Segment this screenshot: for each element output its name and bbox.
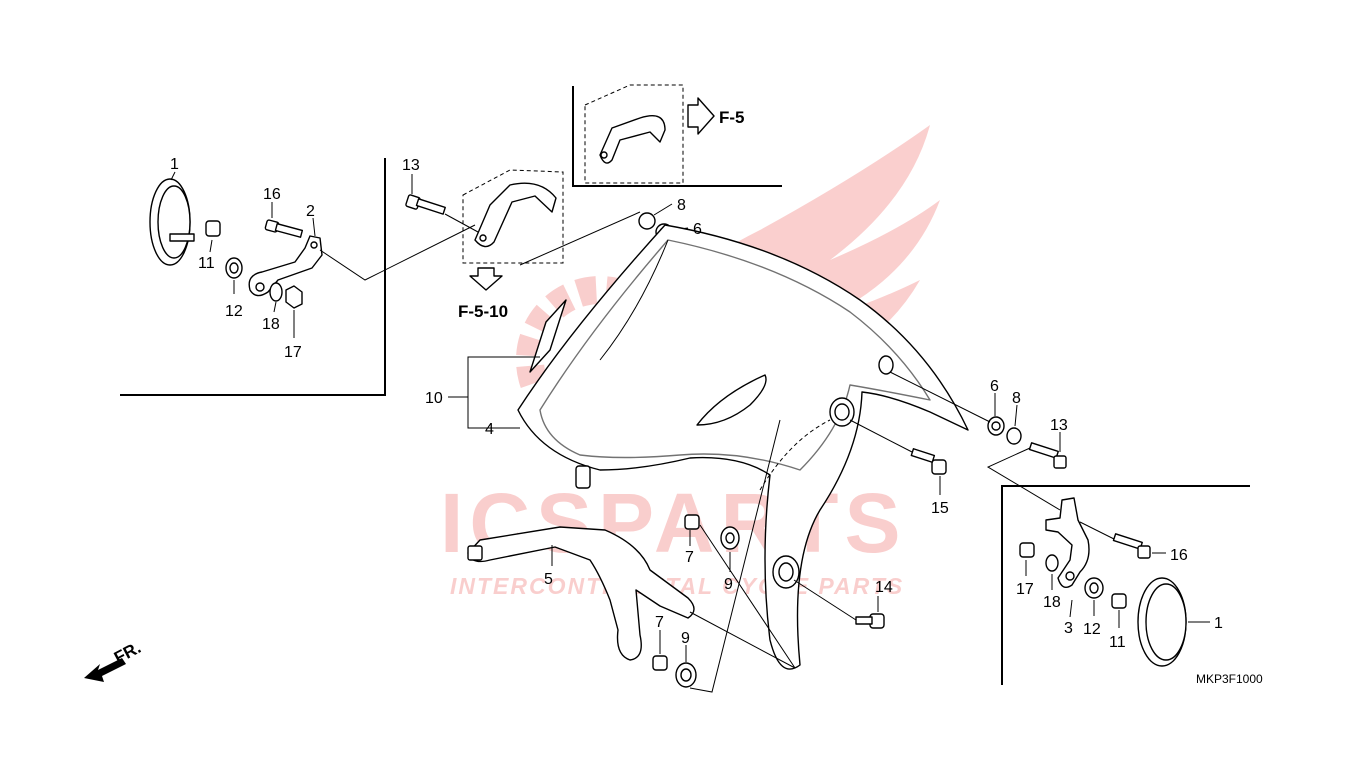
bolt-16-right (1112, 533, 1151, 559)
callout-4: 4 (485, 421, 494, 438)
mid-inset-dash (462, 169, 564, 264)
collar-7-low (652, 655, 668, 671)
washer-8-right (1006, 427, 1022, 445)
washer-18-left (269, 282, 283, 302)
callout-10: 10 (425, 390, 443, 407)
callout-9-low: 9 (681, 630, 690, 647)
callout-13-top: 13 (402, 157, 420, 174)
callout-15: 15 (931, 500, 949, 517)
front-fender (517, 224, 969, 670)
callout-7-mid: 7 (685, 549, 694, 566)
ref-f5-10: F-5-10 (458, 302, 508, 321)
collar-17-right (1019, 542, 1035, 558)
callout-17-left: 17 (284, 344, 302, 361)
washer-8-top (638, 212, 656, 230)
bolt-15 (910, 448, 947, 475)
callout-18-left: 18 (262, 316, 280, 333)
top-inset-frame (572, 86, 782, 187)
cap-left (149, 178, 195, 266)
callout-18-right: 18 (1043, 594, 1061, 611)
callout-16-right: 16 (1170, 547, 1188, 564)
callout-5: 5 (544, 571, 553, 588)
callout-11-right: 11 (1109, 634, 1126, 651)
collar-11-left (205, 220, 221, 237)
ref-f5-top: F-5 (719, 108, 745, 127)
front-direction-arrow: FR. (84, 638, 144, 682)
callout-1-left: 1 (170, 156, 179, 173)
top-inset-dash (584, 84, 684, 184)
mid-bracket (474, 182, 557, 248)
bolt-16-left (264, 219, 304, 238)
collar-11-right (1111, 593, 1127, 609)
washer-18-right (1045, 554, 1059, 572)
bolt-13-top (405, 194, 446, 215)
stay-5 (467, 526, 695, 661)
bracket-3-right (1045, 497, 1090, 588)
callout-17-right: 17 (1016, 581, 1034, 598)
callout-14: 14 (875, 579, 893, 596)
callout-13-right: 13 (1050, 417, 1068, 434)
diagram-code: MKP3F1000 (1196, 672, 1263, 686)
callout-1-right: 1 (1214, 615, 1223, 632)
callout-9-mid: 9 (724, 576, 733, 593)
callout-3: 3 (1064, 620, 1073, 637)
bracket-2-left (248, 235, 323, 297)
callout-12-right: 12 (1083, 621, 1101, 638)
callout-12-left: 12 (225, 303, 243, 320)
callout-16-left: 16 (263, 186, 281, 203)
top-bracket (599, 115, 666, 164)
nut-17-left (285, 285, 303, 309)
right-inset-frame (1001, 485, 1250, 685)
callout-6-right: 6 (990, 378, 999, 395)
bolt-14 (855, 613, 885, 629)
callout-11-left: 11 (198, 255, 215, 272)
callout-8-top: 8 (677, 197, 686, 214)
callout-7-low: 7 (655, 614, 664, 631)
collar-7-mid (684, 514, 700, 530)
callout-2: 2 (306, 203, 315, 220)
bolt-13-right (1028, 442, 1067, 469)
left-inset-frame (120, 158, 386, 396)
cap-right (1137, 577, 1187, 667)
callout-6-top: 6 (693, 221, 702, 238)
callout-8-right: 8 (1012, 390, 1021, 407)
